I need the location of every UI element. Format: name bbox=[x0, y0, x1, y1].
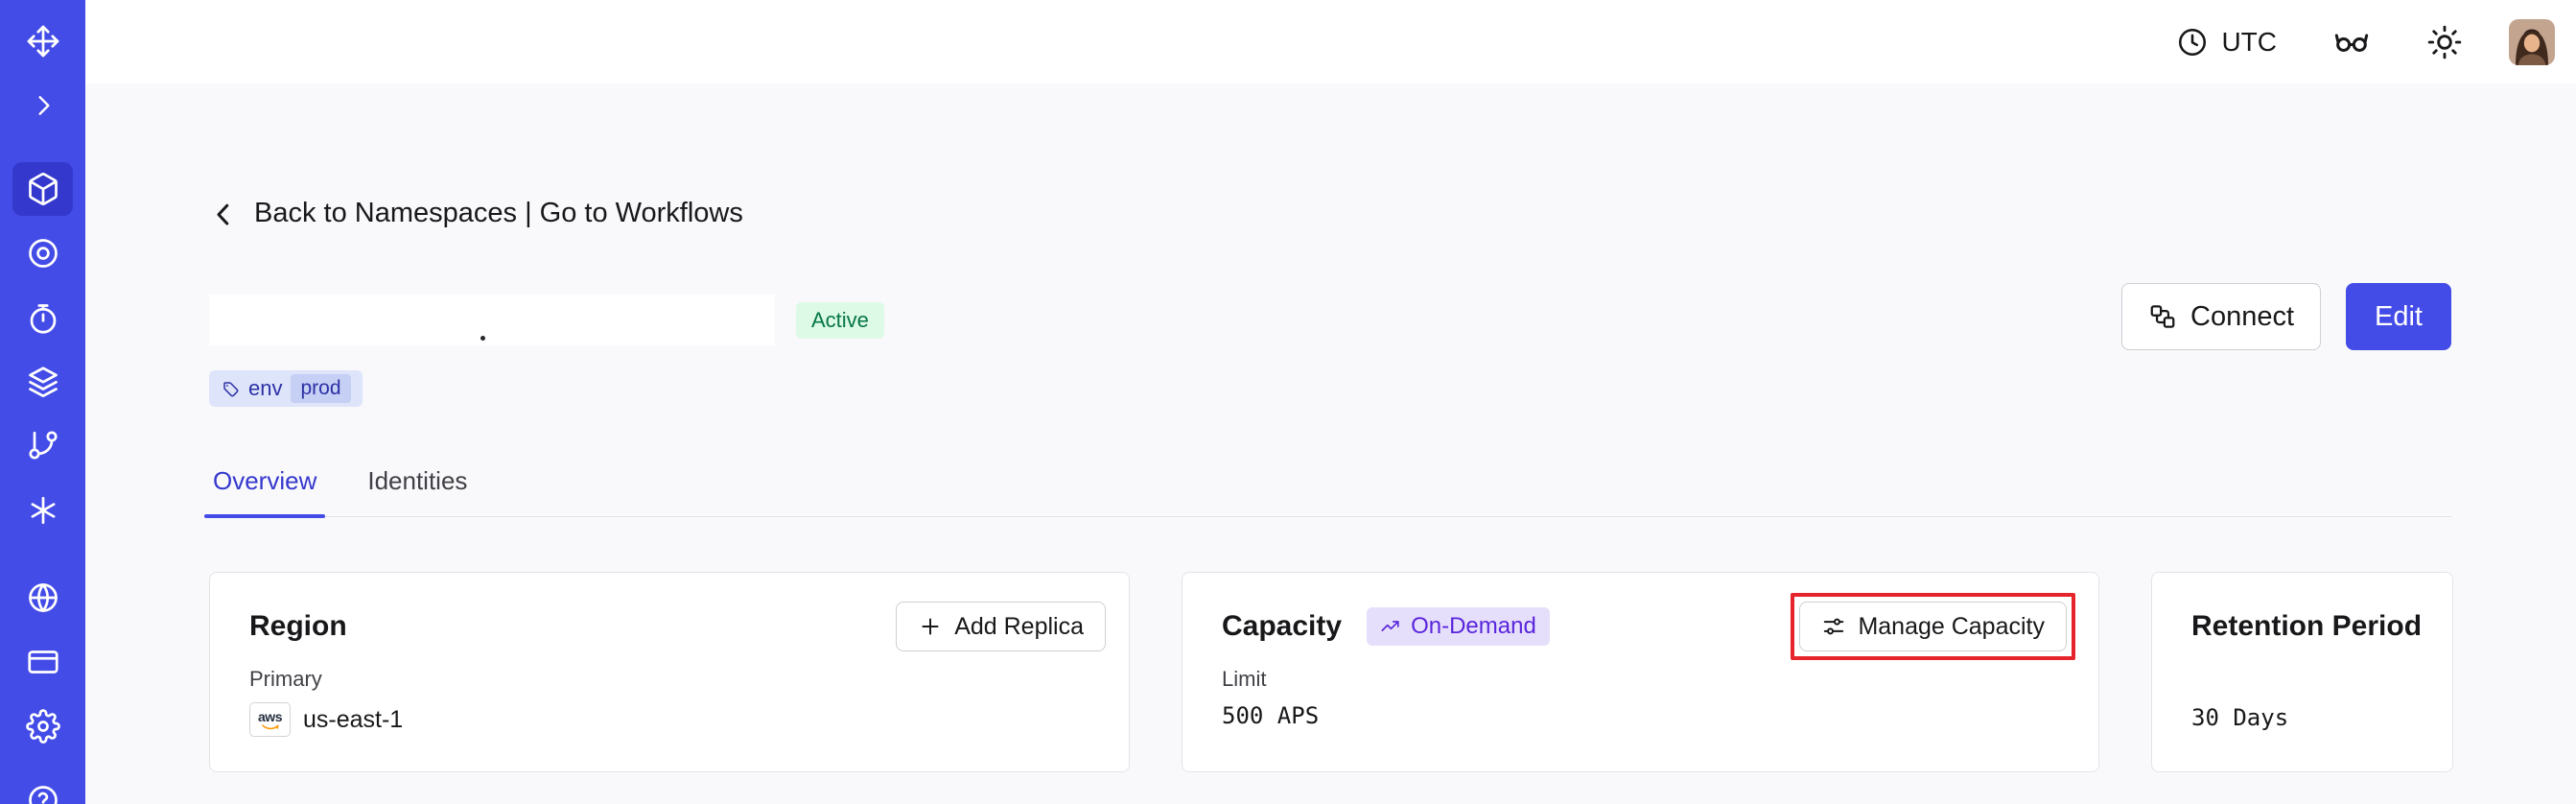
sidebar-item-batch-operations[interactable] bbox=[0, 484, 85, 537]
connect-button[interactable]: Connect bbox=[2121, 283, 2322, 350]
connect-icon bbox=[2150, 305, 2175, 328]
tag-icon bbox=[223, 382, 239, 397]
active-tab-indicator bbox=[204, 514, 326, 518]
help-circle-icon bbox=[28, 786, 58, 804]
aws-provider-chip: aws bbox=[249, 702, 291, 737]
tag-key: env bbox=[248, 376, 283, 400]
status-label: Active bbox=[811, 307, 869, 332]
capacity-card-title: Capacity bbox=[1222, 610, 1343, 642]
sidebar-item-namespaces[interactable] bbox=[12, 162, 73, 216]
tab-identities[interactable]: Identities bbox=[363, 466, 471, 516]
ondemand-badge-label: On-Demand bbox=[1411, 613, 1536, 639]
user-avatar[interactable] bbox=[2509, 18, 2555, 65]
namespace-tag-chip: env prod bbox=[209, 370, 363, 407]
namespace-name-redacted bbox=[209, 295, 775, 345]
sidebar-item-billing[interactable] bbox=[0, 635, 85, 689]
retention-card-title: Retention Period bbox=[2191, 610, 2423, 642]
avatar-photo bbox=[2509, 18, 2555, 65]
text-remnant-dot bbox=[480, 336, 485, 341]
sidebar-item-usage[interactable] bbox=[0, 571, 85, 625]
namespace-identity: Active env prod bbox=[209, 295, 884, 407]
edit-button-label: Edit bbox=[2375, 300, 2423, 332]
sidebar-item-home[interactable] bbox=[0, 14, 85, 68]
sidebar-item-nexus[interactable] bbox=[0, 418, 85, 472]
labs-toggle[interactable] bbox=[2332, 23, 2371, 61]
edit-button[interactable]: Edit bbox=[2346, 283, 2451, 350]
main-content: Back to Namespaces | Go to Workflows Act… bbox=[85, 83, 2576, 804]
sidebar-expand-toggle[interactable] bbox=[0, 79, 85, 132]
plus-icon bbox=[922, 618, 939, 635]
branch-icon bbox=[28, 431, 58, 460]
namespace-header: Active env prod bbox=[209, 283, 2451, 407]
tab-identities-label: Identities bbox=[367, 466, 468, 495]
goggles-icon bbox=[2334, 34, 2369, 52]
tab-overview[interactable]: Overview bbox=[204, 466, 326, 518]
sidebar-item-help[interactable] bbox=[0, 773, 85, 804]
ondemand-badge: On-Demand bbox=[1367, 607, 1550, 646]
aws-logo-text: aws bbox=[258, 708, 282, 724]
capacity-label: Limit bbox=[1222, 667, 1267, 691]
sun-icon bbox=[2427, 25, 2462, 59]
tab-overview-label: Overview bbox=[213, 466, 317, 495]
sidebar bbox=[0, 0, 85, 804]
back-navigation-link[interactable]: Back to Namespaces | Go to Workflows bbox=[209, 198, 743, 229]
chevron-right-icon bbox=[37, 96, 50, 115]
sidebar-item-settings[interactable] bbox=[0, 699, 85, 753]
region-card: Region Add Replica Primary aws us bbox=[209, 572, 1130, 772]
capacity-value: 500 APS bbox=[1222, 702, 1320, 729]
cube-icon bbox=[28, 173, 58, 205]
clock-icon bbox=[2179, 28, 2207, 56]
red-highlight-annotation: Manage Capacity bbox=[1791, 593, 2075, 660]
sliders-icon bbox=[1824, 618, 1844, 635]
back-link-label: Back to Namespaces | Go to Workflows bbox=[254, 198, 743, 228]
gear-icon bbox=[25, 709, 60, 744]
tag-value: prod bbox=[291, 374, 351, 403]
target-icon bbox=[28, 239, 58, 268]
capacity-card: Capacity On-Demand Manage Ca bbox=[1182, 572, 2099, 772]
timezone-selector[interactable]: UTC bbox=[2176, 26, 2277, 59]
region-label: Primary bbox=[249, 667, 322, 691]
connect-button-label: Connect bbox=[2190, 300, 2295, 332]
add-replica-button[interactable]: Add Replica bbox=[896, 602, 1106, 651]
aws-smile-icon bbox=[261, 723, 279, 729]
retention-value: 30 Days bbox=[2191, 704, 2289, 731]
status-badge: Active bbox=[796, 301, 884, 339]
asterisk-icon bbox=[31, 496, 55, 525]
layers-icon bbox=[28, 367, 58, 398]
header-actions: Connect Edit bbox=[2121, 283, 2451, 350]
back-chevron-icon bbox=[217, 203, 229, 225]
topbar: UTC bbox=[85, 0, 2576, 83]
theme-toggle[interactable] bbox=[2426, 24, 2463, 60]
region-value: us-east-1 bbox=[303, 705, 404, 733]
trending-up-icon bbox=[1381, 621, 1399, 631]
manage-capacity-button[interactable]: Manage Capacity bbox=[1799, 602, 2067, 651]
credit-card-icon bbox=[27, 650, 59, 674]
summary-cards: Region Add Replica Primary aws us bbox=[209, 572, 2453, 772]
globe-icon bbox=[28, 583, 58, 612]
timezone-label: UTC bbox=[2221, 26, 2277, 57]
timer-icon bbox=[30, 304, 56, 334]
sidebar-item-deployments[interactable] bbox=[0, 355, 85, 409]
sidebar-item-workflows[interactable] bbox=[0, 226, 85, 280]
tab-bar: Overview Identities bbox=[204, 466, 2451, 518]
add-replica-label: Add Replica bbox=[954, 612, 1084, 640]
retention-card: Retention Period 30 Days bbox=[2151, 572, 2453, 772]
manage-capacity-label: Manage Capacity bbox=[1858, 612, 2045, 640]
sidebar-item-schedules[interactable] bbox=[0, 292, 85, 345]
temporal-logo-icon bbox=[27, 25, 59, 58]
region-card-title: Region bbox=[249, 610, 347, 642]
